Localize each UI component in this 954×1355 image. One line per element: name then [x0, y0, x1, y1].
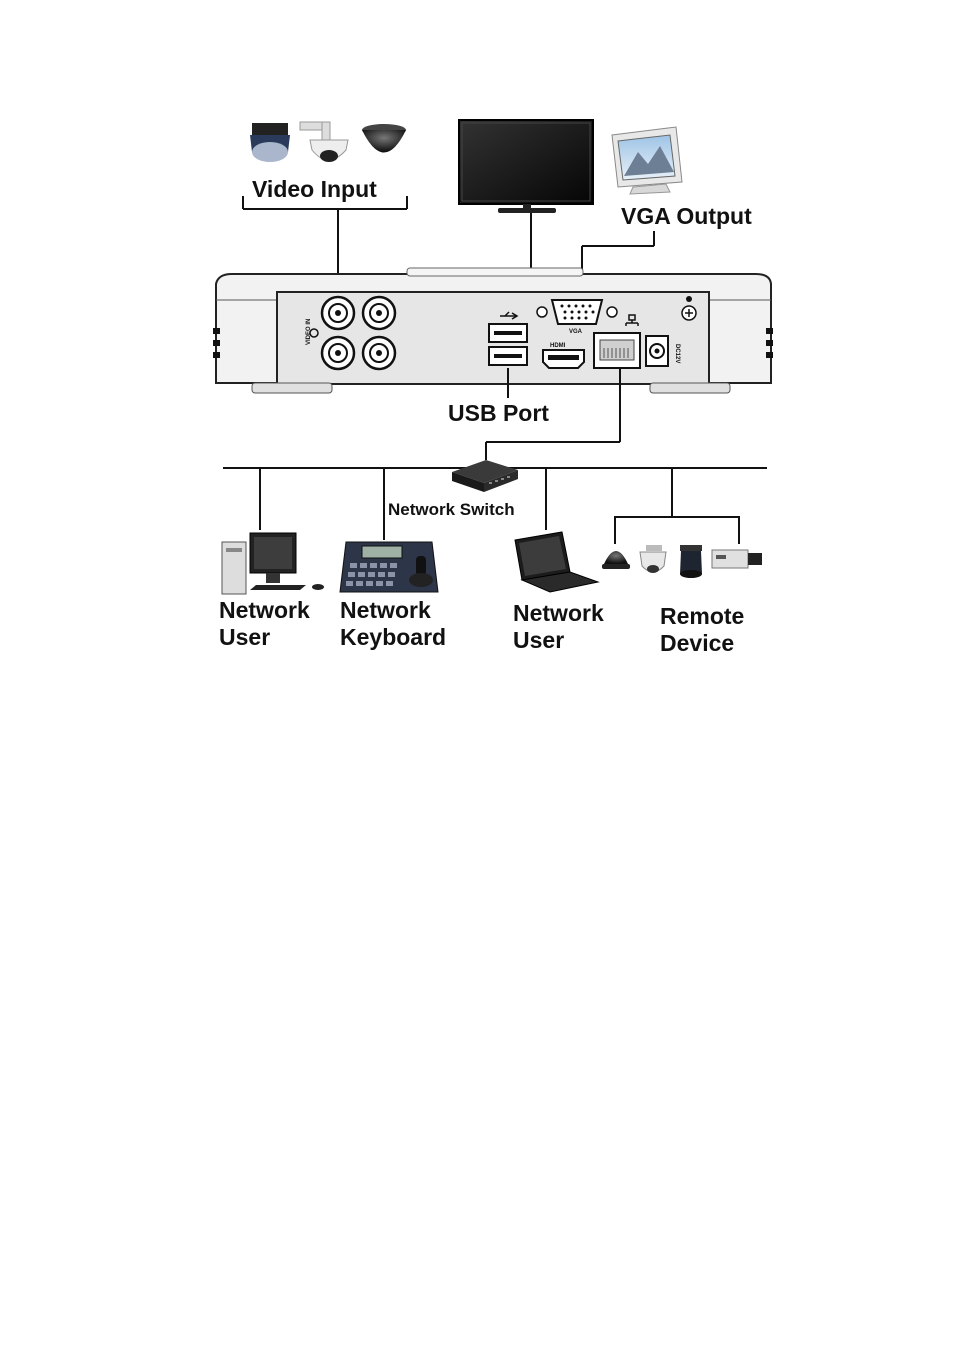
ethernet-port — [593, 332, 641, 369]
desktop-pc-icon — [221, 532, 324, 595]
network-switch-label: Network Switch — [388, 500, 515, 519]
remote-device-label: Remote Device — [660, 603, 745, 657]
network-user-pc-label: Network User — [219, 597, 310, 651]
hdmi-marking: HDMI — [550, 343, 566, 349]
usb-ports — [488, 323, 528, 366]
network-user-laptop-label: Network User — [513, 600, 604, 654]
network-keyboard-icon — [339, 541, 439, 593]
speed-dome-camera-icon — [250, 123, 290, 162]
remote-bullet-camera-icon — [680, 545, 702, 578]
vga-marking: VGA — [569, 329, 583, 335]
usb-icon — [500, 311, 519, 320]
remote-box-camera-icon — [711, 549, 762, 569]
ground-screw-icon — [681, 296, 697, 321]
vga-output-label: VGA Output — [621, 203, 752, 229]
dome-camera-icon — [362, 124, 406, 153]
crt-monitor-icon — [611, 126, 683, 195]
remote-dome-camera-icon — [602, 551, 630, 569]
network-keyboard-label: Network Keyboard — [340, 597, 447, 651]
video-input-label: Video Input — [252, 176, 377, 202]
ptz-camera-icon — [299, 121, 349, 162]
network-icon — [625, 314, 639, 326]
laptop-icon — [514, 531, 600, 593]
network-switch-icon — [452, 460, 518, 492]
video-in-marking: VIDEO IN — [306, 319, 312, 345]
power-marking: DC12V — [674, 344, 680, 363]
usb-port-label: USB Port — [448, 400, 549, 426]
hdmi-port — [542, 349, 585, 369]
tv-monitor-icon — [458, 119, 594, 213]
bnc-video-inputs — [309, 295, 397, 371]
power-jack — [645, 335, 669, 367]
remote-ptz-camera-icon — [639, 545, 667, 573]
vga-port — [536, 299, 618, 325]
